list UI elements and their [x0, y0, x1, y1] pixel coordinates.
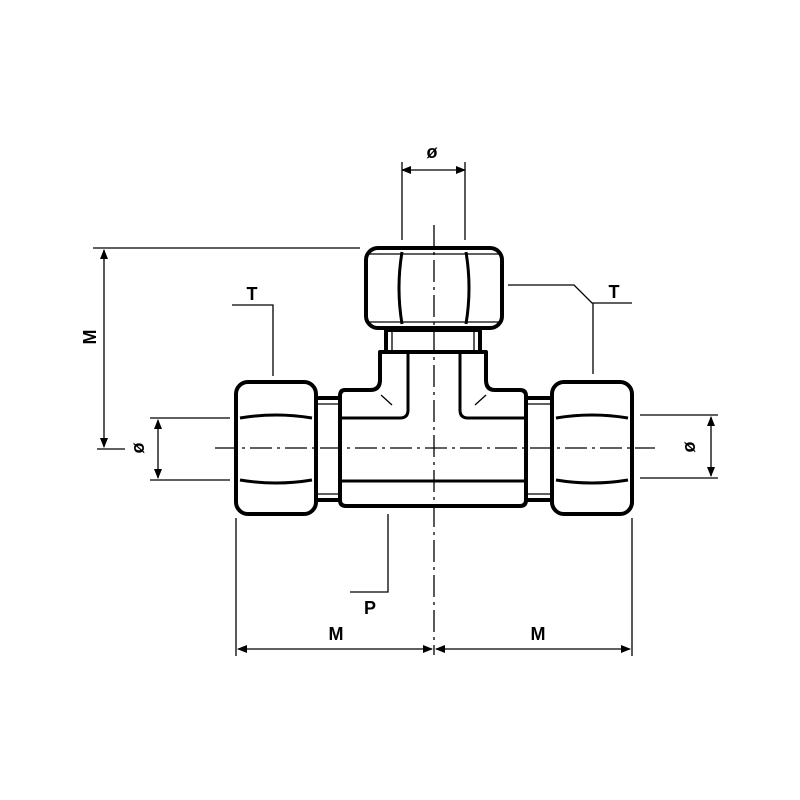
- left-thread-leader: T: [232, 284, 274, 376]
- right-diameter-dimension: ø: [640, 414, 718, 479]
- left-neck: [314, 396, 342, 502]
- top-neck: [384, 328, 482, 354]
- port-label: P: [364, 598, 376, 618]
- port-leader: P: [350, 514, 389, 618]
- bottom-length-dimensions: M M: [235, 518, 633, 656]
- top-diameter-dimension: ø: [401, 142, 466, 240]
- left-thread-label: T: [247, 284, 258, 304]
- height-label: M: [80, 330, 100, 345]
- right-neck: [524, 396, 554, 502]
- left-diameter-label: ø: [128, 443, 148, 454]
- center-lines: [215, 225, 655, 655]
- top-diameter-label: ø: [427, 142, 438, 162]
- left-diameter-dimension: ø: [128, 417, 230, 481]
- bottom-left-length-label: M: [329, 624, 344, 644]
- right-diameter-label: ø: [679, 442, 699, 453]
- height-dimension: M: [80, 247, 360, 450]
- tee-body: [338, 350, 528, 508]
- bottom-right-length-label: M: [531, 624, 546, 644]
- right-thread-label: T: [609, 282, 620, 302]
- right-thread-leader: T: [508, 282, 632, 374]
